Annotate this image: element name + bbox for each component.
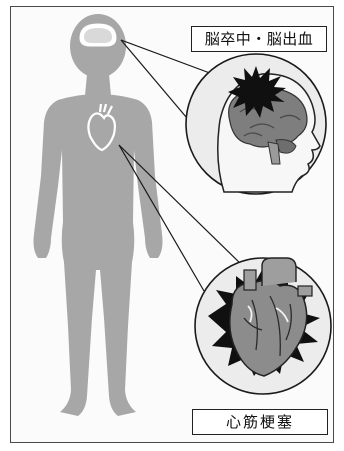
mi-callout <box>195 258 331 394</box>
human-silhouette <box>34 14 163 416</box>
stroke-callout <box>186 54 326 194</box>
myocardial-infarction-label: 心筋梗塞 <box>192 409 328 435</box>
stroke-label: 脳卒中・脳出血 <box>191 26 327 52</box>
